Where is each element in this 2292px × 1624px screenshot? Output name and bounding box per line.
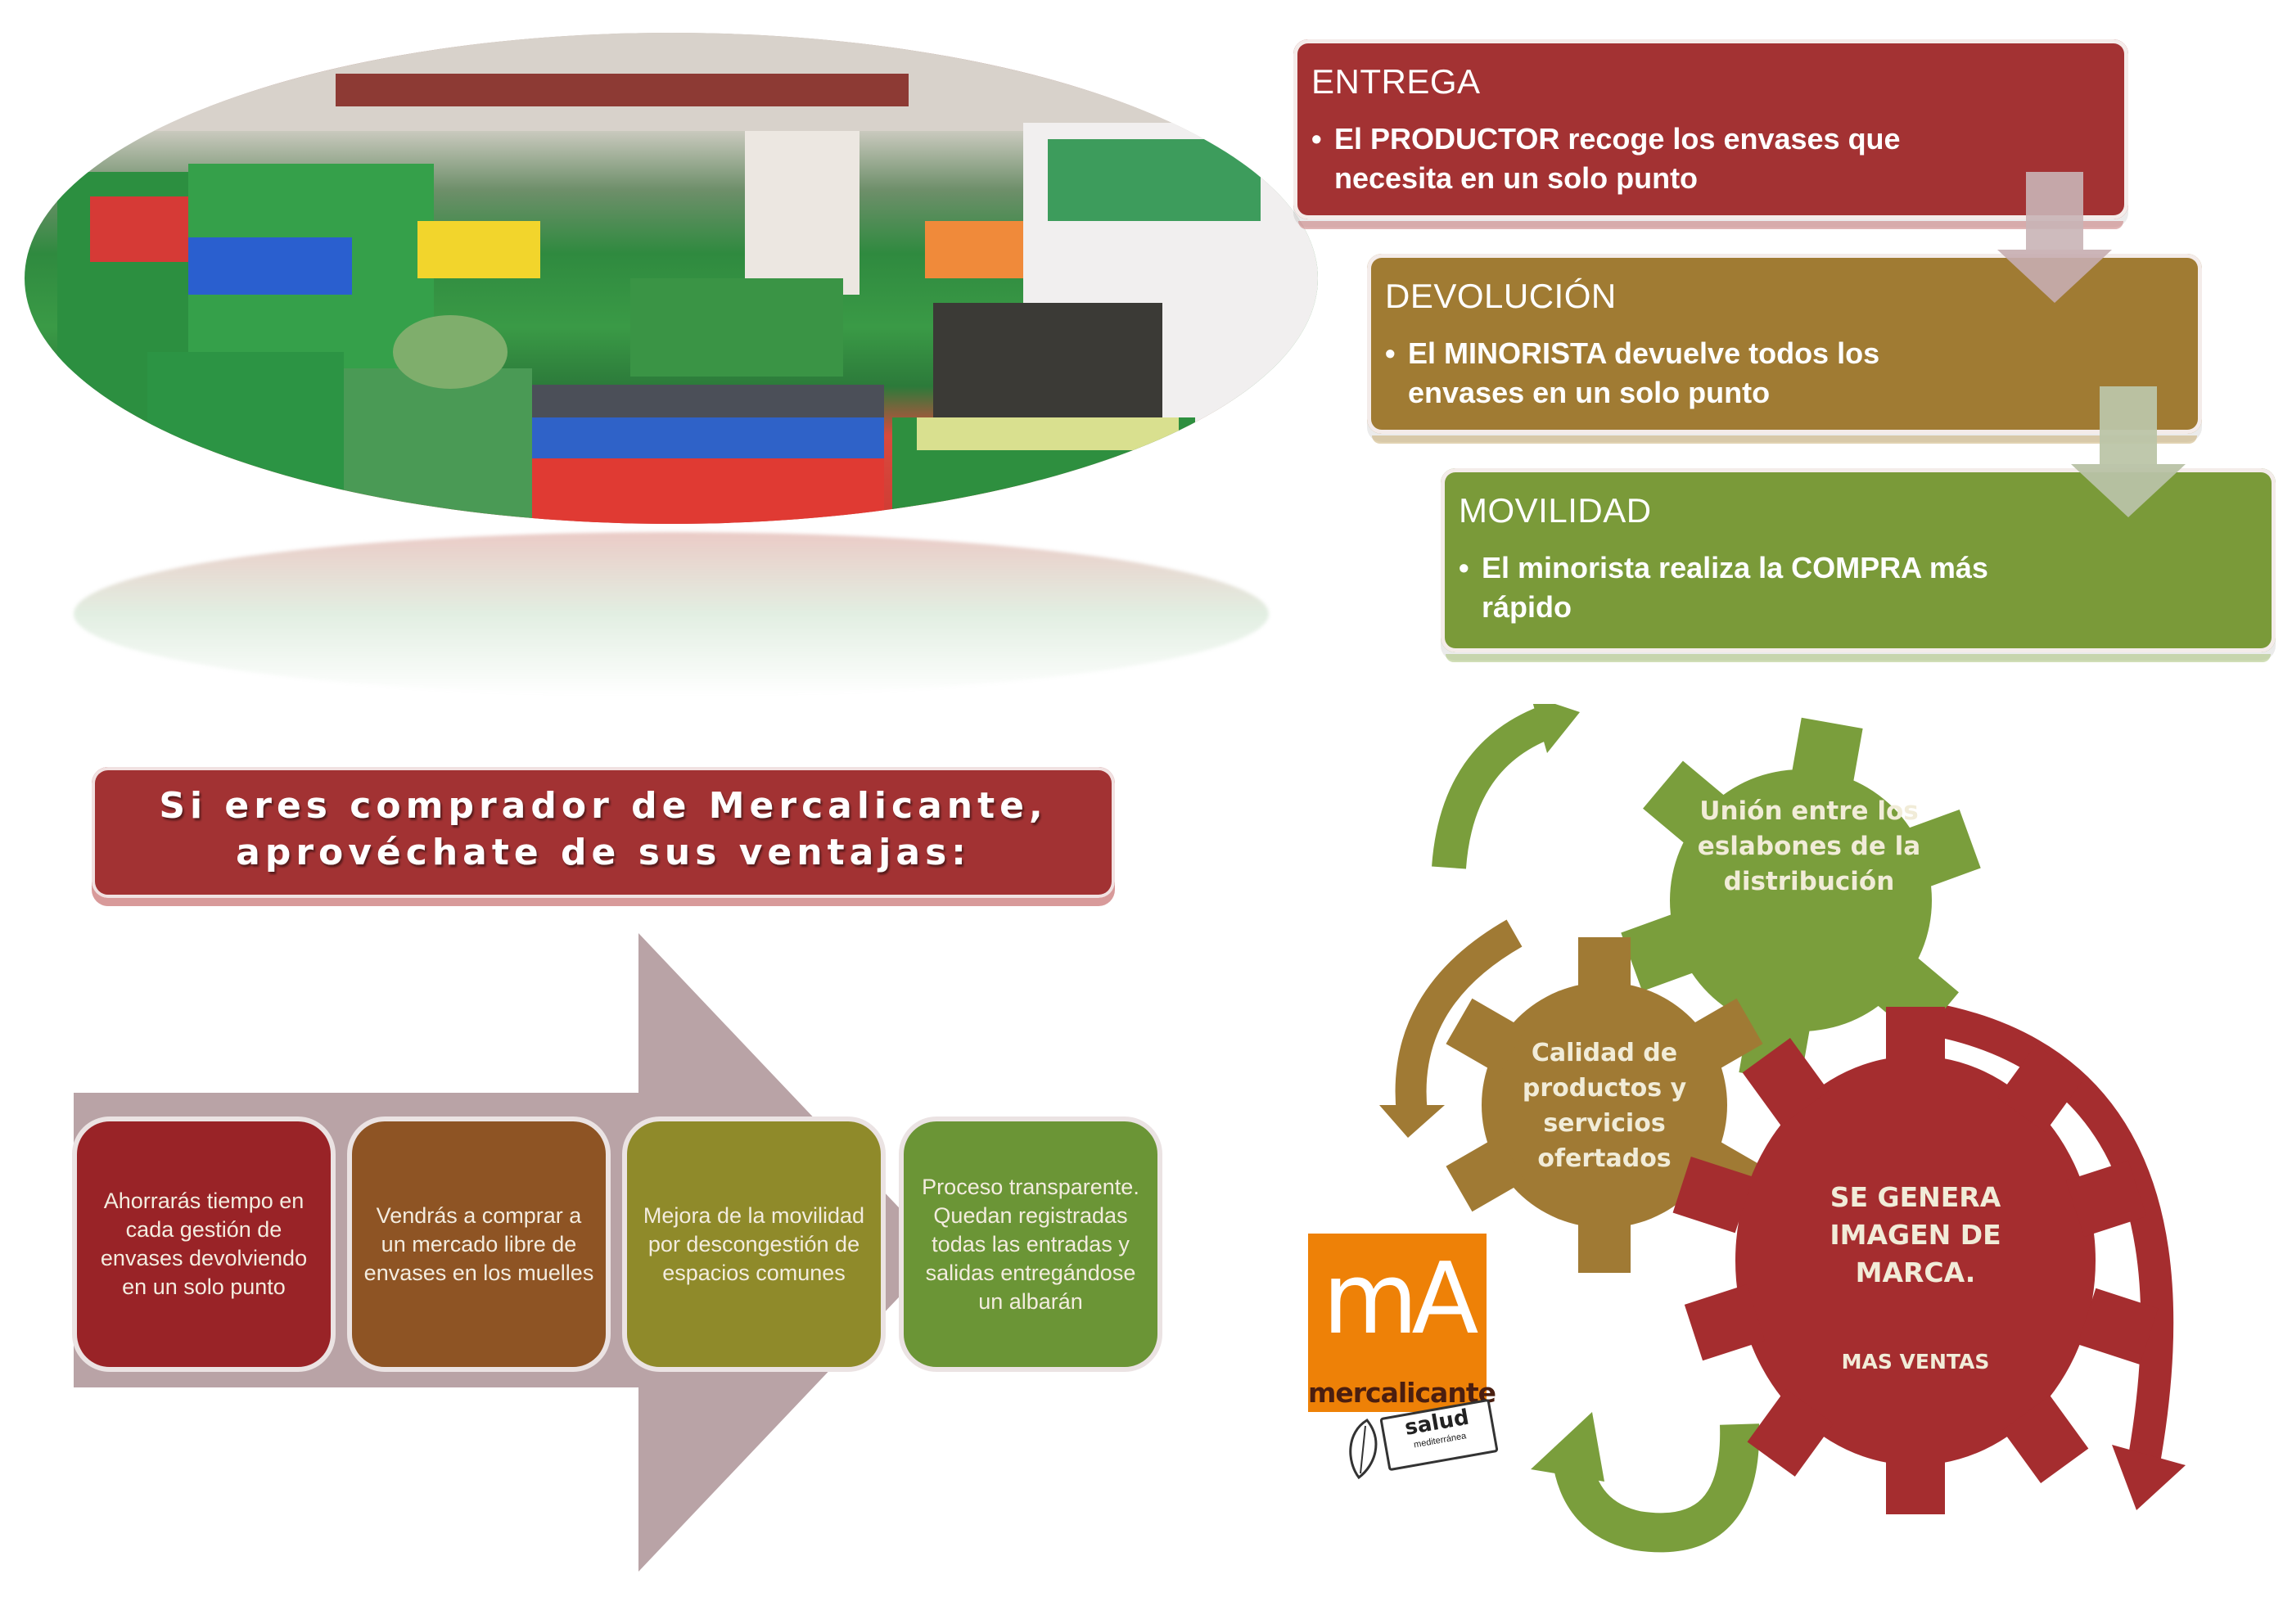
step-title: MOVILIDAD bbox=[1459, 491, 1652, 530]
cycle-arrow-icon bbox=[1929, 1003, 2186, 1510]
mercalicante-logo: mA mercalicante bbox=[1308, 1234, 1496, 1412]
cycle-arrow-icon bbox=[1432, 696, 1580, 869]
gear-distribution-label: Unión entre los eslabones de la distribu… bbox=[1697, 796, 1921, 896]
gear-brand-sublabel: MAS VENTAS bbox=[1841, 1350, 1990, 1374]
banner-line-1: Si eres comprador de Mercalicante, bbox=[159, 785, 1048, 827]
down-arrow-icon bbox=[2071, 386, 2186, 517]
banner-line-2: aprovéchate de sus ventajas: bbox=[236, 832, 971, 873]
bullet-icon: • bbox=[1385, 336, 1396, 370]
step-title: ENTREGA bbox=[1311, 62, 1481, 101]
market-photo bbox=[25, 33, 1318, 696]
crates-illustration bbox=[25, 33, 1318, 524]
gear-brand-icon bbox=[1672, 1007, 2159, 1514]
cycle-arrow-icon bbox=[1531, 1412, 1760, 1553]
buyer-banner: Si eres comprador de Mercalicante, aprov… bbox=[92, 767, 1115, 898]
step-title: DEVOLUCIÓN bbox=[1385, 277, 1617, 315]
benefit-card: Mejora de la movilidad por descongestión… bbox=[627, 1121, 881, 1367]
bullet-icon: • bbox=[1311, 122, 1322, 156]
step-bullet: •El MINORISTA devuelve todos los envases… bbox=[1385, 334, 1974, 413]
gears-diagram: Unión entre los eslabones de la distribu… bbox=[1310, 696, 2292, 1620]
step-bullet: •El minorista realiza la COMPRA más rápi… bbox=[1459, 548, 2048, 627]
leaf-icon bbox=[1349, 1419, 1378, 1480]
market-photo-image bbox=[25, 33, 1318, 524]
cycle-arrow-icon bbox=[1379, 919, 1523, 1138]
logo-mark: mA bbox=[1322, 1243, 1479, 1356]
step-bullet: •El PRODUCTOR recoge los envases que nec… bbox=[1311, 120, 1901, 198]
gear-quality-icon bbox=[1446, 937, 1763, 1273]
gears-graphic bbox=[1379, 696, 2186, 1553]
bullet-icon: • bbox=[1459, 551, 1469, 584]
photo-reflection bbox=[74, 532, 1269, 696]
down-arrow-icon bbox=[1997, 172, 2112, 303]
gear-quality-label: Calidad de productos y servicios ofertad… bbox=[1522, 1039, 1687, 1173]
benefit-card: Proceso transparente. Quedan registradas… bbox=[904, 1121, 1157, 1367]
benefit-card: Vendrás a comprar a un mercado libre de … bbox=[352, 1121, 606, 1367]
gear-brand-label: SE GENERA IMAGEN DE MARCA. bbox=[1830, 1181, 2001, 1288]
step-entrega: ENTREGA •El PRODUCTOR recoge los envases… bbox=[1293, 39, 2128, 229]
benefit-card: Ahorrarás tiempo en cada gestión de enva… bbox=[77, 1121, 331, 1367]
